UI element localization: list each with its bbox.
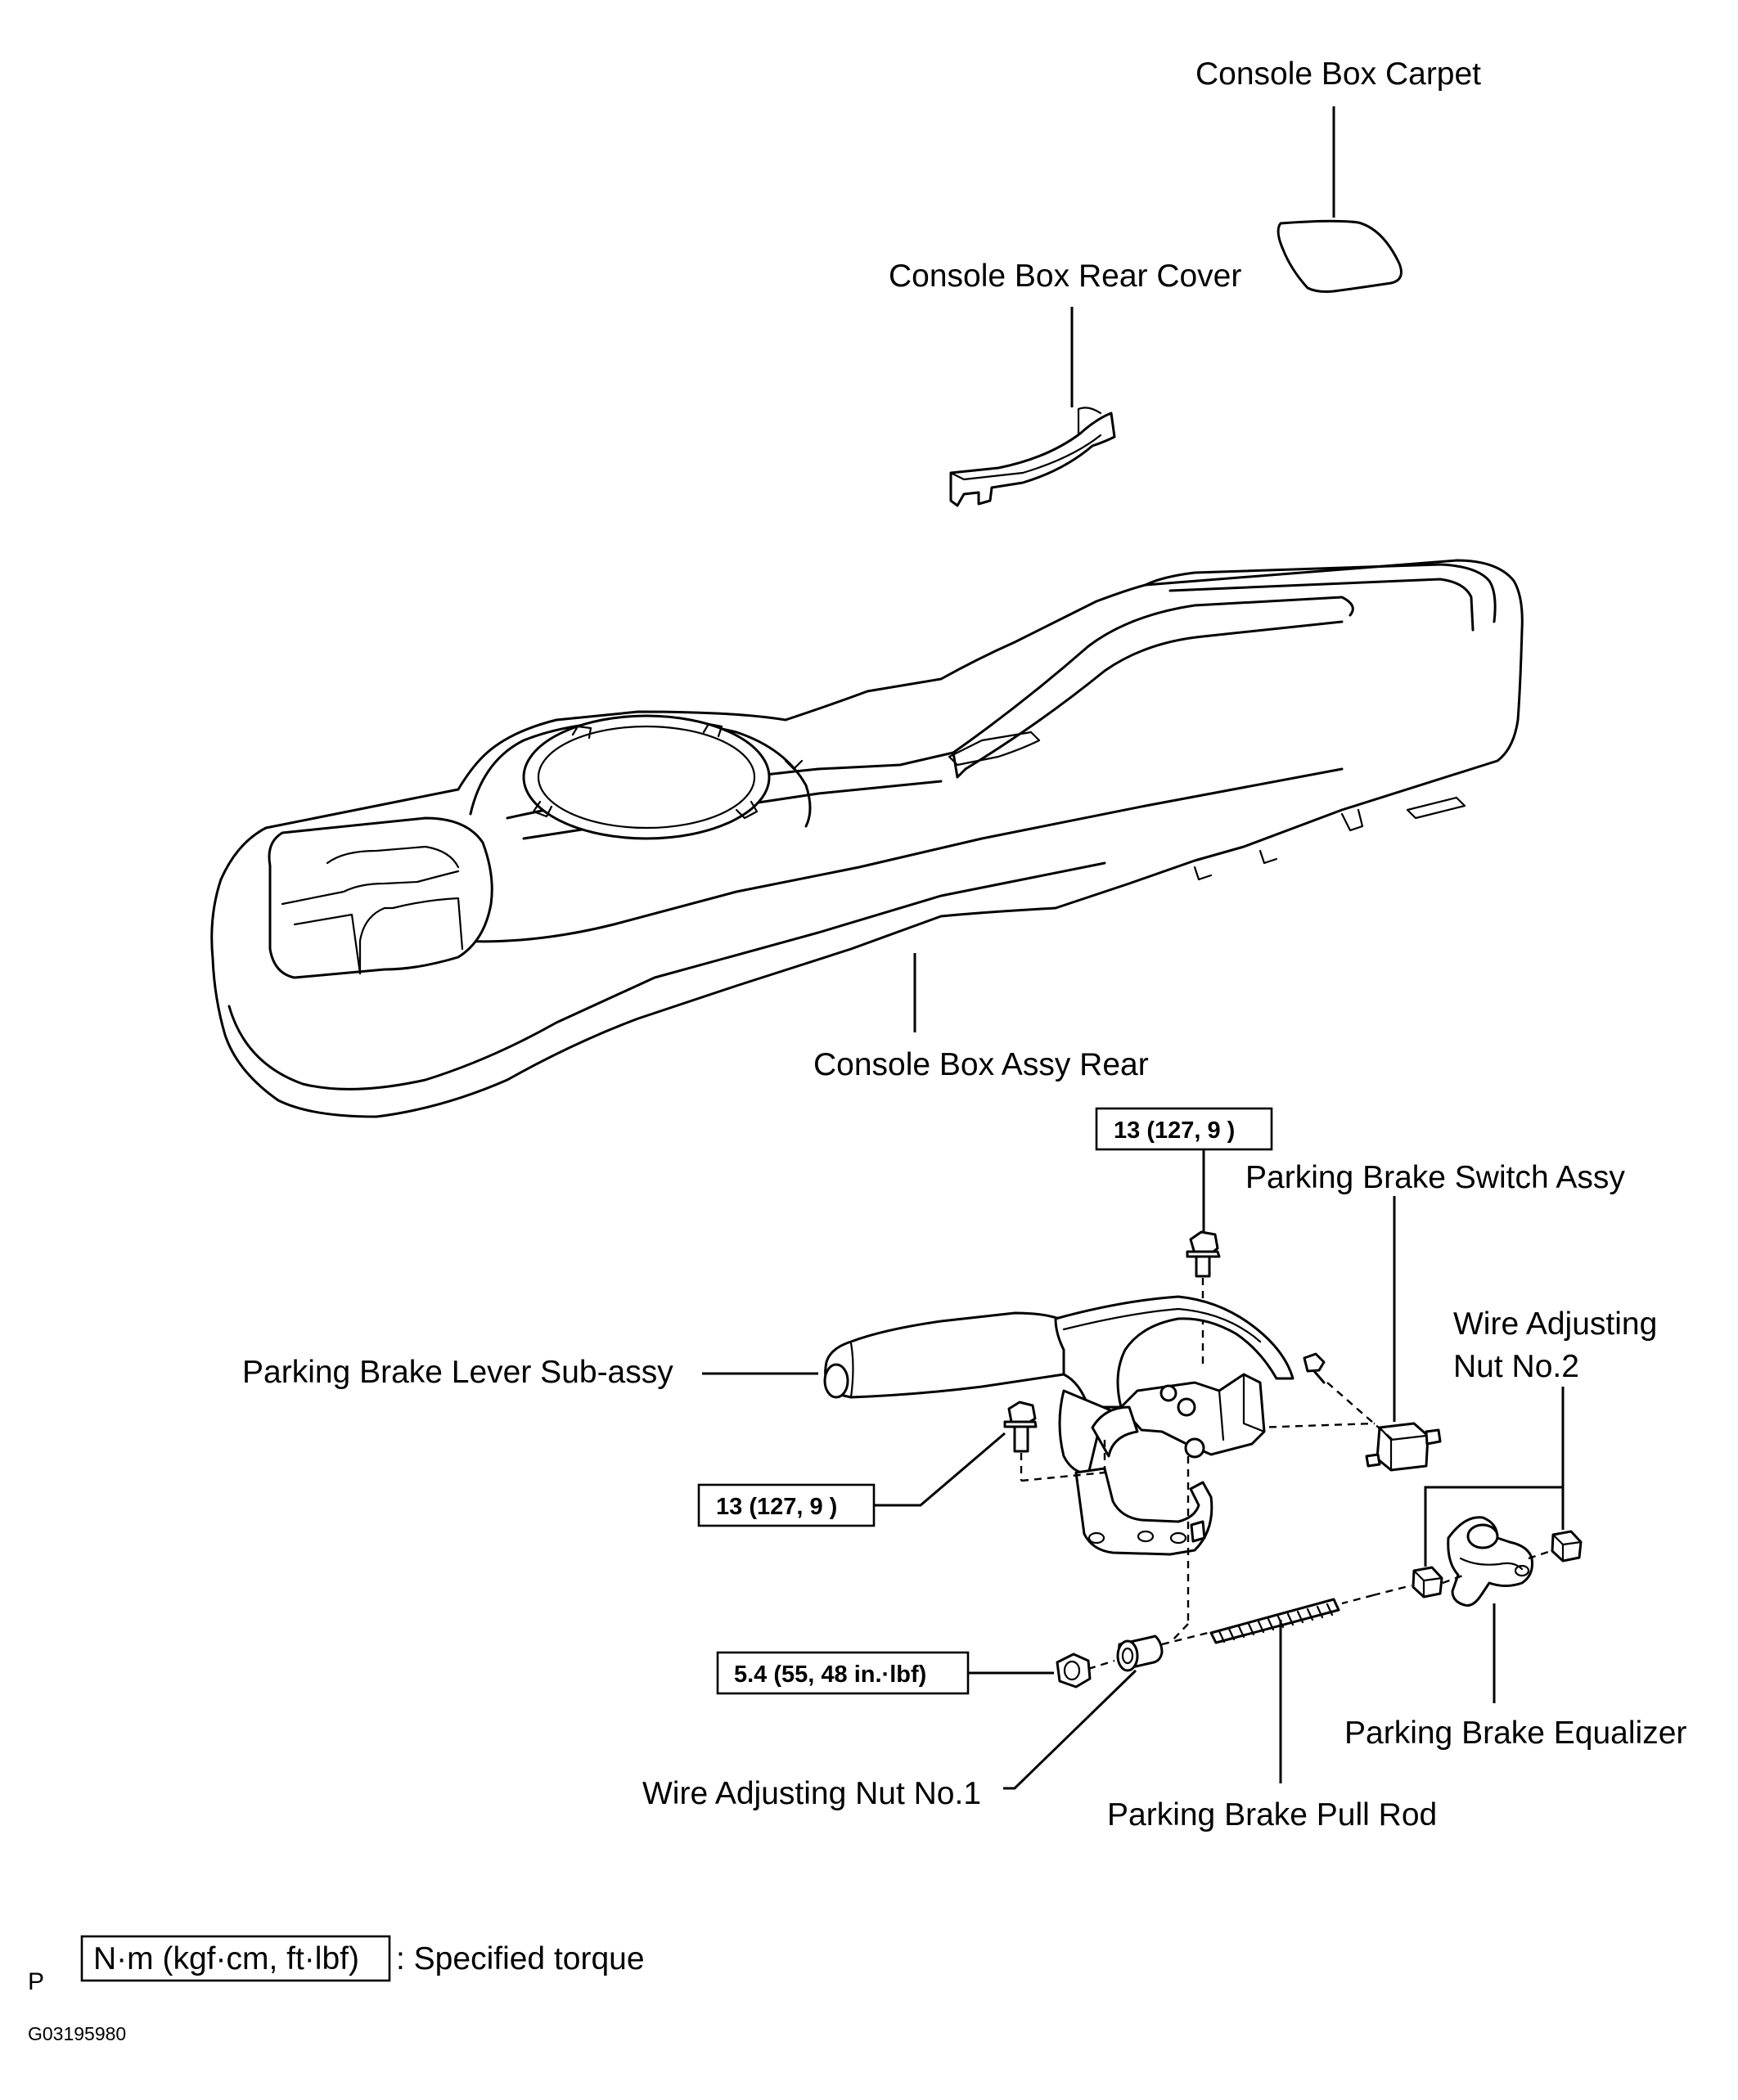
label-parking-brake-switch-assy: Parking Brake Switch Assy [1245, 1160, 1625, 1195]
switch-screw-part [1303, 1352, 1326, 1384]
equalizer-axis-right [1528, 1549, 1554, 1560]
leader-wire-adjusting-nut-no2 [1424, 1387, 1565, 1567]
svg-text:13 (127, 9 ): 13 (127, 9 ) [1114, 1117, 1235, 1144]
label-console-box-assy-rear: Console Box Assy Rear [813, 1047, 1149, 1082]
label-parking-brake-pull-rod: Parking Brake Pull Rod [1107, 1797, 1437, 1832]
legend-unit-box: N·m (kgf·cm, ft·lbf) [93, 1941, 359, 1976]
label-console-box-carpet: Console Box Carpet [1195, 56, 1481, 92]
figure-code: G03195980 [28, 2023, 126, 2044]
switch-mount-axis [1326, 1382, 1394, 1441]
wire-adjusting-nut-no1-part [1116, 1635, 1164, 1672]
leader-side-bolt [874, 1432, 1006, 1507]
label-wire-adjusting-nut-no2-line1: Wire Adjusting [1453, 1306, 1657, 1342]
torque-box-nut: 5.4 (55, 48 in.·lbf) [716, 1651, 970, 1695]
console-box-carpet-part [1276, 219, 1403, 293]
svg-text:13 (127, 9 ): 13 (127, 9 ) [716, 1494, 837, 1520]
parking-brake-equalizer-part [1447, 1516, 1533, 1607]
wire-adjusting-nut-no2-right-part [1551, 1530, 1583, 1563]
parking-brake-lever-part [823, 1295, 1294, 1556]
torque-legend: N·m (kgf·cm, ft·lbf) : Specified torque [80, 1935, 645, 1982]
top-bolt-part [1186, 1230, 1221, 1278]
label-wire-adjusting-nut-no2-line2: Nut No.2 [1453, 1349, 1579, 1384]
side-bolt-axis [1020, 1471, 1105, 1482]
console-box-assy-rear-part [210, 559, 1524, 1118]
torque-box-side-bolt: 13 (127, 9 ) [697, 1483, 876, 1527]
label-console-box-rear-cover: Console Box Rear Cover [889, 259, 1241, 294]
side-bolt-part [1003, 1401, 1038, 1453]
legend-marker: P [28, 1968, 44, 1995]
console-box-rear-cover-part [949, 407, 1116, 507]
equalizer-axis-left [1372, 1584, 1412, 1597]
lock-nut-part [1056, 1653, 1092, 1689]
switch-bracket-axis [1255, 1422, 1376, 1429]
leader-wire-adjusting-nut-no1 [1003, 1669, 1137, 1790]
label-parking-brake-lever-sub-assy: Parking Brake Lever Sub-assy [242, 1355, 673, 1390]
torque-box-top-bolt: 13 (127, 9 ) [1095, 1107, 1273, 1151]
svg-text:5.4 (55, 48 in.·lbf): 5.4 (55, 48 in.·lbf) [734, 1662, 926, 1688]
label-parking-brake-equalizer: Parking Brake Equalizer [1344, 1716, 1686, 1751]
label-wire-adjusting-nut-no1: Wire Adjusting Nut No.1 [642, 1776, 981, 1811]
legend-description: : Specified torque [396, 1941, 645, 1976]
parking-brake-switch-part [1365, 1422, 1442, 1472]
wire-adjusting-nut-no2-left-part [1412, 1566, 1443, 1599]
parking-brake-pull-rod-part [1209, 1598, 1340, 1644]
